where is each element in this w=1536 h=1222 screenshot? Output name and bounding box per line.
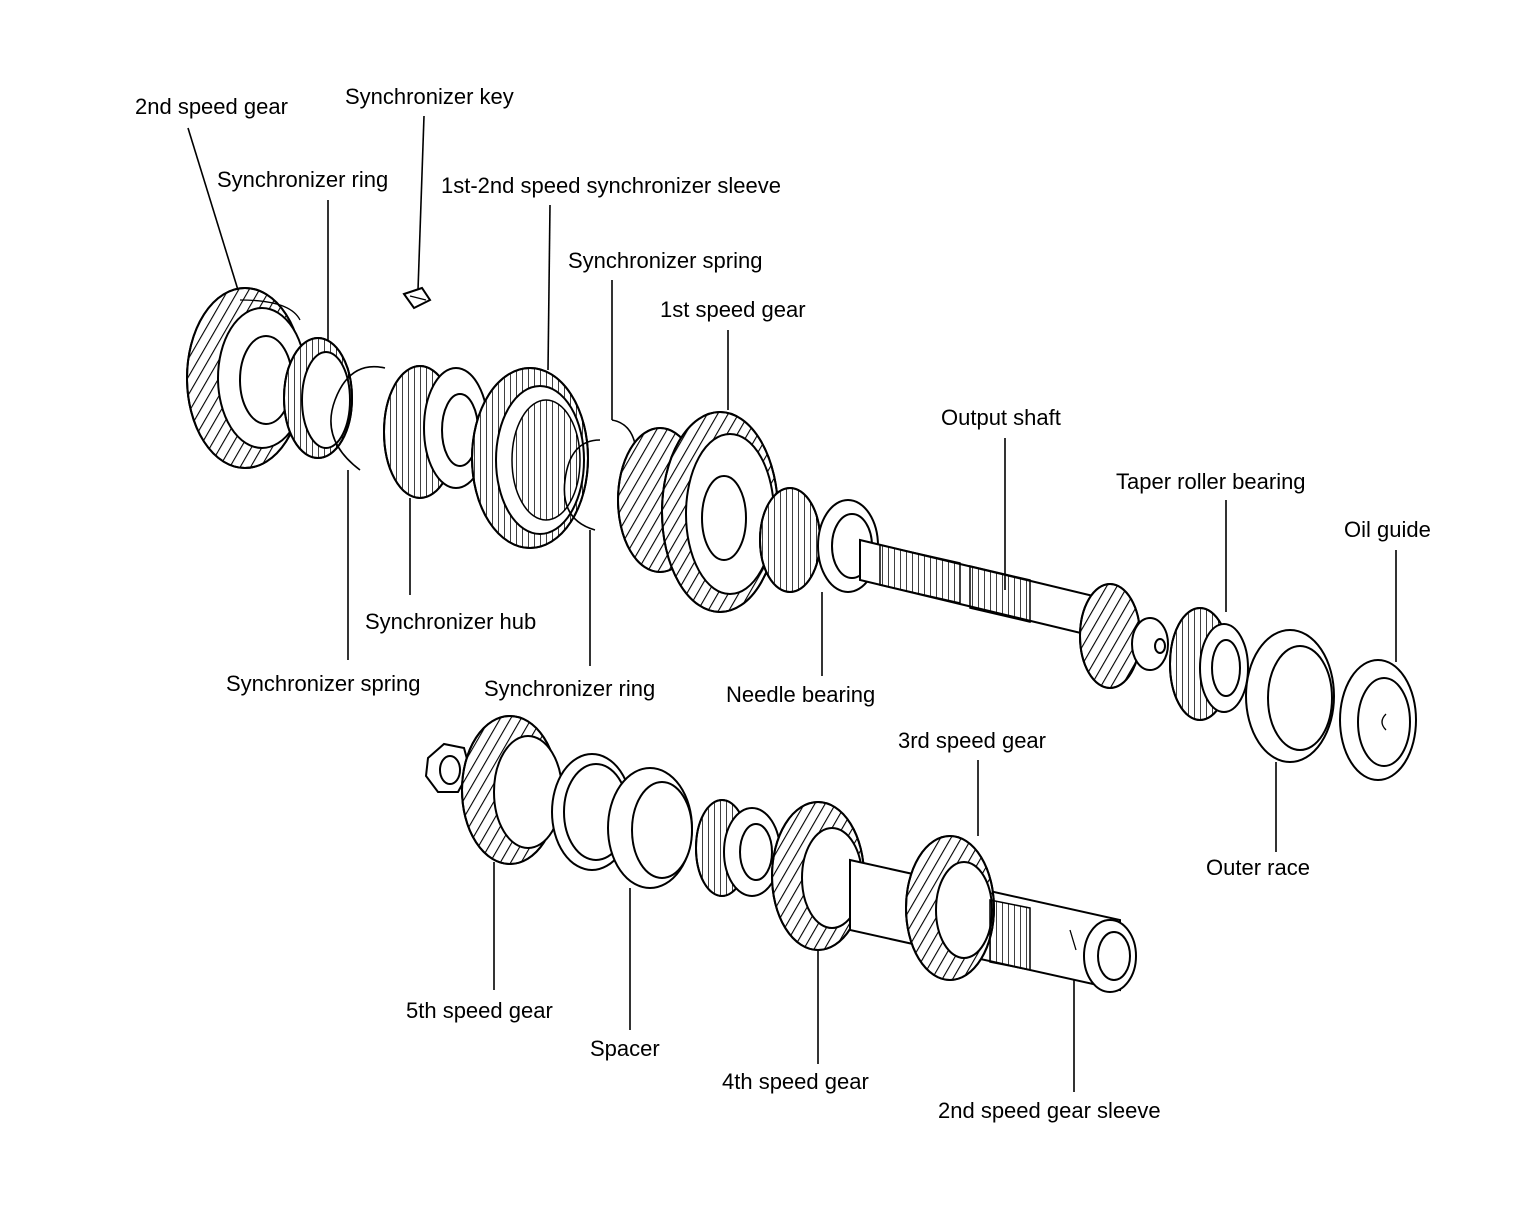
- second-speed-gear-sleeve-drawing: [989, 899, 1137, 993]
- label-spacer: Spacer: [590, 1036, 660, 1061]
- synchronizer-ring-upper-drawing: [283, 337, 353, 459]
- label-sleeve-1-2: 1st-2nd speed synchronizer sleeve: [441, 173, 781, 198]
- label-first-speed-gear: 1st speed gear: [660, 297, 806, 322]
- leader-synchronizer-key: [417, 115, 425, 291]
- leader-second-speed-gear: [187, 127, 239, 291]
- label-second-speed-gear-sleeve: 2nd speed gear sleeve: [938, 1098, 1161, 1123]
- label-synchronizer-spring-top: Synchronizer spring: [568, 248, 763, 273]
- output-shaft-drawing: [859, 538, 1169, 689]
- taper-roller-bearing-drawing: [1169, 607, 1249, 721]
- synchronizer-ring-right-drawing: [563, 439, 601, 531]
- lower-assembly: [424, 715, 1137, 993]
- fifth-speed-gear-drawing: [461, 715, 563, 865]
- third-speed-gear-drawing: [905, 835, 995, 981]
- label-synchronizer-spring-bottom: Synchronizer spring: [226, 671, 421, 696]
- synchronizer-key-drawing: [402, 286, 432, 310]
- label-second-speed-gear: 2nd speed gear: [135, 94, 288, 119]
- label-synchronizer-hub: Synchronizer hub: [365, 609, 537, 634]
- label-fourth-speed-gear: 4th speed gear: [722, 1069, 869, 1094]
- spacer-drawing: [607, 767, 693, 889]
- synchronizer-sleeve-drawing: [471, 367, 589, 549]
- outer-race-drawing: [1245, 629, 1335, 763]
- synchronizer-spring-left-drawing: [330, 366, 386, 471]
- lower-bearing-drawing: [695, 799, 781, 897]
- upper-assembly: [186, 286, 1417, 781]
- label-oil-guide: Oil guide: [1344, 517, 1431, 542]
- label-synchronizer-key: Synchronizer key: [345, 84, 514, 109]
- label-fifth-speed-gear: 5th speed gear: [406, 998, 553, 1023]
- label-synchronizer-ring-top: Synchronizer ring: [217, 167, 389, 192]
- label-synchronizer-ring-bottom: Synchronizer ring: [484, 676, 656, 701]
- leader-lines: [187, 115, 1397, 1092]
- label-outer-race: Outer race: [1206, 855, 1310, 880]
- fourth-speed-gear-drawing: [771, 801, 865, 951]
- label-taper-roller-bearing: Taper roller bearing: [1116, 469, 1306, 494]
- leader-sleeve: [547, 204, 551, 371]
- oil-guide-drawing: [1339, 659, 1417, 781]
- first-speed-gear-drawing: [617, 411, 779, 613]
- label-needle-bearing: Needle bearing: [726, 682, 876, 707]
- label-output-shaft: Output shaft: [941, 405, 1061, 430]
- label-third-speed-gear: 3rd speed gear: [898, 728, 1046, 753]
